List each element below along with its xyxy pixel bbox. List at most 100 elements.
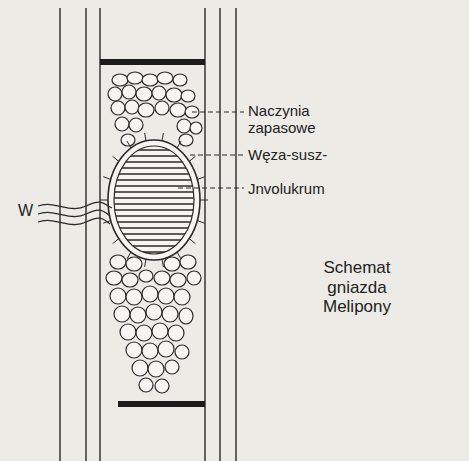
storage-pot: [125, 100, 139, 114]
storage-pot: [190, 122, 202, 134]
storage-pot: [179, 308, 193, 324]
comb-stripe: [110, 185, 198, 186]
comb-stripe: [110, 233, 198, 234]
storage-pot: [174, 289, 190, 305]
storage-pot: [121, 134, 135, 146]
bottom-partition: [118, 401, 205, 407]
comb-stripe: [110, 209, 198, 210]
fibre-stroke: [100, 200, 108, 201]
storage-pot: [110, 255, 126, 269]
storage-pot: [122, 273, 138, 287]
storage-pot: [187, 271, 201, 285]
storage-pot: [127, 72, 143, 84]
comb-stripe: [110, 221, 198, 222]
leader-lines: [178, 112, 244, 188]
comb-stripe: [110, 161, 198, 162]
part-label: Naczynia zapasowe: [248, 102, 338, 137]
part-label: Jnvolukrum: [248, 180, 325, 197]
storage-pot: [164, 257, 180, 271]
storage-pot: [115, 117, 129, 131]
comb-stripe: [110, 203, 198, 204]
storage-pot: [170, 273, 186, 287]
comb-stripe: [110, 197, 198, 198]
storage-pot: [173, 74, 187, 86]
storage-pot: [142, 343, 158, 359]
fibre-stroke: [127, 141, 131, 148]
storage-pot: [168, 325, 184, 341]
fibre-stroke: [162, 133, 163, 141]
storage-pot: [111, 101, 125, 115]
storage-pot: [142, 286, 158, 302]
storage-pot: [158, 288, 174, 304]
storage-pot: [136, 325, 152, 341]
storage-pot: [181, 90, 195, 102]
storage-pot: [170, 103, 186, 117]
fibre-stroke: [127, 252, 131, 259]
comb-stripe: [110, 167, 198, 168]
storage-pot: [130, 307, 146, 323]
fibre-stroke: [177, 252, 181, 259]
storage-pot: [132, 360, 148, 376]
fibre-stroke: [189, 156, 195, 161]
storage-pot: [179, 134, 193, 146]
storage-pot: [165, 360, 179, 374]
entrance-tube: [38, 202, 112, 224]
storage-pot: [177, 119, 191, 133]
entrance-letter: W: [18, 202, 33, 220]
storage-pot: [180, 255, 196, 269]
fibre-stroke: [177, 141, 181, 148]
storage-pot: [142, 74, 158, 86]
comb-stripe: [110, 173, 198, 174]
top-partition: [100, 59, 205, 65]
storage-pot: [157, 72, 173, 84]
storage-pots: [106, 72, 202, 393]
storage-pot: [152, 86, 166, 100]
fibre-stroke: [189, 239, 195, 244]
comb-stripe: [110, 251, 198, 252]
fibre-stroke: [145, 133, 146, 141]
storage-pot: [162, 306, 178, 322]
storage-pot: [112, 74, 128, 86]
storage-pot: [158, 341, 174, 357]
fibre-stroke: [200, 200, 208, 201]
storage-pot: [126, 257, 142, 271]
storage-pot: [120, 324, 136, 340]
cavity-walls: [60, 8, 236, 461]
fibre-stroke: [145, 259, 146, 267]
comb-stripe: [110, 149, 198, 150]
storage-pot: [155, 379, 169, 393]
comb-stripe: [110, 155, 198, 156]
storage-pot: [146, 304, 162, 320]
fibre-stroke: [113, 156, 119, 161]
fibre-stroke: [103, 177, 111, 180]
fibre-stroke: [113, 239, 119, 244]
comb-stripe: [110, 215, 198, 216]
storage-pot: [129, 118, 143, 132]
storage-pot: [152, 323, 168, 339]
storage-pot: [139, 378, 153, 392]
storage-pot: [166, 88, 182, 102]
storage-pot: [136, 87, 152, 101]
comb-stripe: [110, 179, 198, 180]
storage-pot: [110, 288, 126, 304]
involucrum: [100, 133, 208, 267]
storage-pot: [139, 270, 153, 282]
storage-pot: [155, 101, 169, 115]
fibre-stroke: [197, 221, 205, 224]
storage-pot: [114, 306, 130, 322]
comb-stripe: [110, 239, 198, 240]
storage-pot: [175, 345, 189, 359]
fibre-stroke: [162, 259, 163, 267]
storage-pot: [126, 289, 142, 305]
comb-stripe: [110, 191, 198, 192]
fibre-stroke: [197, 177, 205, 180]
storage-pot: [108, 87, 122, 101]
comb-stripe: [110, 245, 198, 246]
diagram-caption: Schemat gniazda Melipony: [292, 258, 422, 317]
storage-pot: [122, 85, 136, 99]
storage-pot: [148, 361, 164, 377]
part-label: Węza-susz-: [248, 146, 327, 163]
storage-pot: [154, 271, 170, 285]
comb-stripe: [110, 227, 198, 228]
